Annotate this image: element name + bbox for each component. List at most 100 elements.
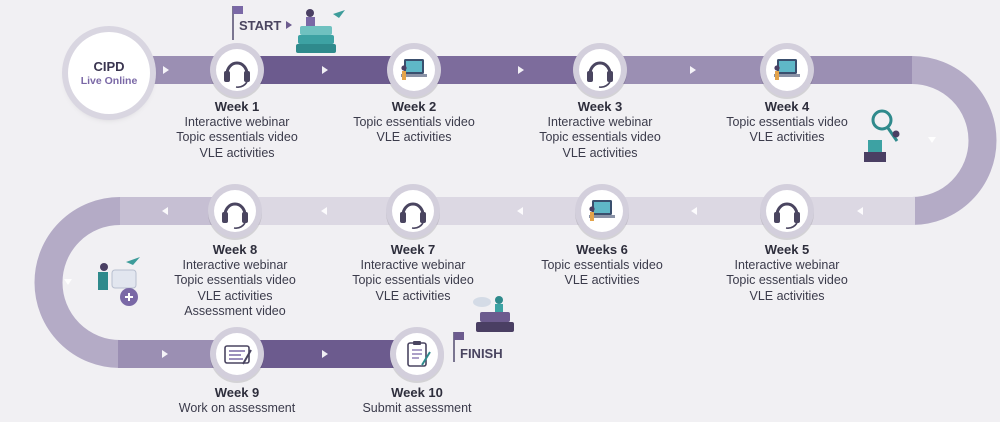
direction-arrow (321, 207, 327, 215)
week-node (575, 184, 629, 240)
activity-item: Interactive webinar (547, 114, 653, 129)
week-title: Week 1 (214, 99, 260, 114)
direction-arrow (64, 279, 72, 285)
activity-item: VLE activities (376, 130, 452, 144)
activity-item: Topic essentials video (174, 273, 296, 287)
activity-item: Interactive webinar (360, 257, 466, 272)
week-node (390, 327, 444, 383)
plus-badge-reader-icon (98, 257, 140, 306)
activity-item: Topic essentials video (726, 114, 848, 129)
headset-icon (587, 61, 613, 88)
activity-item: Topic essentials video (353, 114, 475, 129)
activity-item: Work on assessment (178, 400, 296, 415)
direction-arrow (162, 350, 168, 358)
node-face (214, 190, 256, 232)
headset-icon (774, 202, 800, 229)
week-title: Weeks 6 (576, 242, 628, 257)
activity-item: Assessment video (184, 304, 286, 318)
activity-item: Interactive webinar (734, 257, 840, 272)
headset-icon (400, 202, 426, 229)
laptop-reader-icon (473, 296, 514, 332)
activity-item: Interactive webinar (184, 114, 290, 129)
finish-label: FINISH (460, 346, 503, 361)
origin-title: CIPD (93, 59, 125, 74)
activity-item: Topic essentials video (726, 273, 848, 287)
activity-item: VLE activities (562, 145, 638, 160)
node-face (766, 190, 808, 232)
origin-subtitle: Live Online (80, 75, 138, 87)
week-title: Week 5 (764, 242, 810, 257)
week-title: Week 8 (212, 242, 258, 257)
road-curve-right (911, 56, 997, 225)
week-title: Week 2 (391, 99, 437, 114)
activity-item: VLE activities (749, 130, 825, 144)
week-title: Week 4 (764, 99, 810, 114)
activity-item: VLE activities (749, 288, 825, 303)
direction-arrow (163, 66, 169, 74)
week-node (208, 184, 262, 240)
start-label: START (239, 18, 282, 33)
week-title: Week 7 (390, 242, 436, 257)
activity-item: Topic essentials video (352, 273, 474, 287)
activity-item: Submit assessment (362, 400, 472, 415)
books-reader-icon (296, 9, 345, 53)
laptop-user-icon (401, 59, 427, 80)
week-title: Week 10 (391, 385, 443, 400)
week-node (210, 43, 264, 99)
activity-item: Topic essentials video (176, 130, 298, 144)
week-node (760, 43, 814, 99)
activity-item: VLE activities (564, 273, 640, 287)
laptop-user-icon (589, 200, 615, 221)
direction-arrow (518, 66, 524, 74)
direction-arrow (322, 350, 328, 358)
activity-item: VLE activities (197, 288, 273, 303)
week-node (386, 184, 440, 240)
direction-arrow (517, 207, 523, 215)
direction-arrow (162, 207, 168, 215)
week-title: Week 9 (214, 385, 260, 400)
headset-icon (222, 202, 248, 229)
activity-item: VLE activities (199, 145, 275, 160)
laptop-user-icon (774, 59, 800, 80)
finish-flag-icon (453, 332, 464, 362)
cipd-origin-badge: CIPD Live Online (68, 32, 150, 114)
clipboard-pen-icon (407, 341, 431, 367)
headset-icon (224, 61, 250, 88)
node-face (579, 49, 621, 91)
direction-arrow (322, 66, 328, 74)
activity-item: Topic essentials video (541, 257, 663, 272)
node-face (216, 49, 258, 91)
activity-item: VLE activities (375, 288, 451, 303)
activity-item: Topic essentials video (539, 130, 661, 144)
node-face (392, 190, 434, 232)
direction-arrow (691, 207, 697, 215)
start-arrow-icon (286, 21, 292, 29)
week-title: Week 3 (577, 99, 623, 114)
road-curve-left (34, 197, 121, 368)
road-segment-8 (244, 340, 419, 368)
direction-arrow (928, 137, 936, 143)
week-node (760, 184, 814, 240)
activity-item: Interactive webinar (182, 257, 288, 272)
road-segment-3 (412, 56, 602, 84)
week-node (210, 327, 264, 383)
direction-arrow (857, 207, 863, 215)
assessment-sheet-icon (224, 345, 252, 365)
start-flag-icon (232, 6, 243, 40)
direction-arrow (690, 66, 696, 74)
road-segment-4 (598, 56, 913, 84)
magnifier-reader-icon (864, 109, 900, 162)
week-node (387, 43, 441, 99)
